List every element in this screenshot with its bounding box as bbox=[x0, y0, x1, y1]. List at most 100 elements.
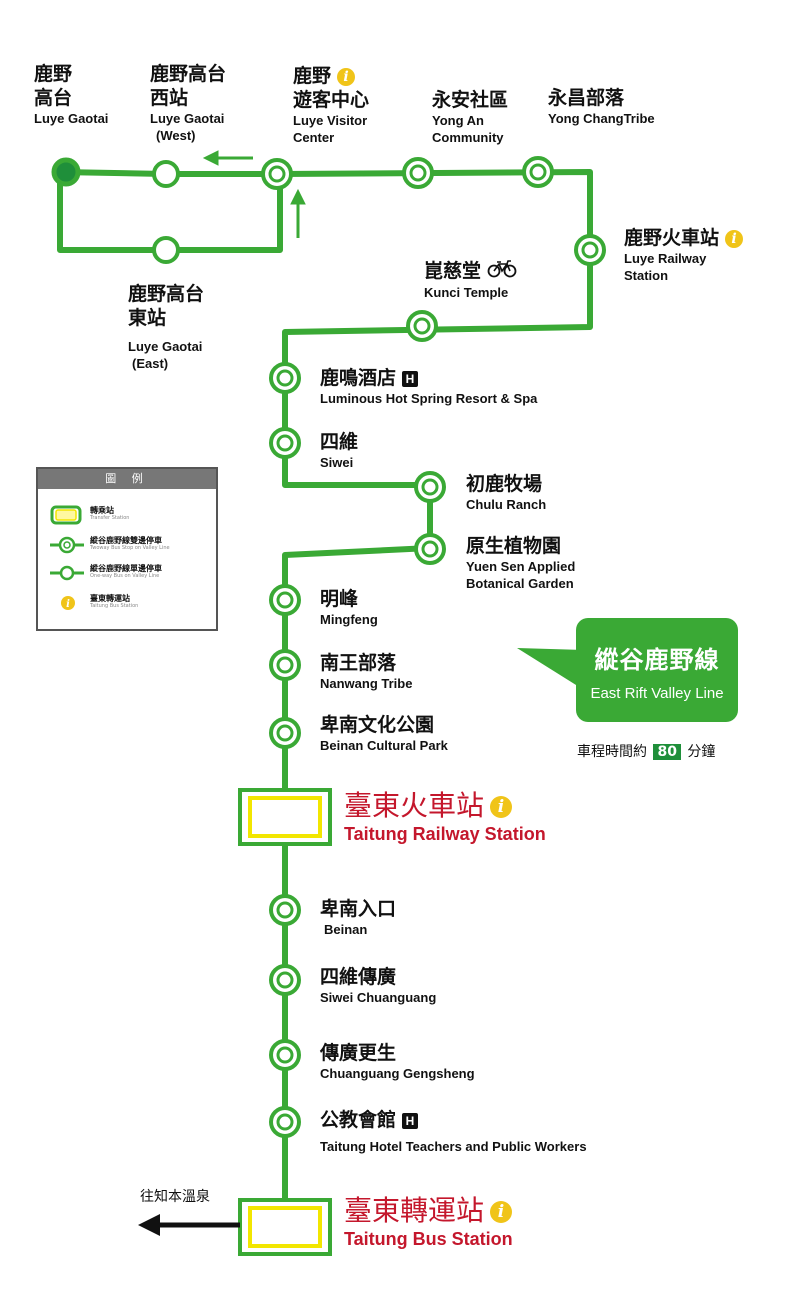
stop-beinan bbox=[269, 894, 301, 926]
bicycle-icon bbox=[487, 259, 517, 284]
legend-transfer-zh: 轉乘站 bbox=[90, 506, 114, 515]
label-bus-station-en: Taitung Bus Station bbox=[344, 1229, 513, 1249]
label-yuensen-zh: 原生植物園 bbox=[466, 535, 562, 557]
label-gaotai-zh1: 鹿野 bbox=[34, 63, 73, 85]
label-gaotai: 鹿野 高台 Luye Gaotai bbox=[34, 62, 108, 127]
legend-twoway-en: Twoway Bus Stop on Valley Line bbox=[90, 545, 170, 551]
label-taitung-railway-en: Taitung Railway Station bbox=[344, 824, 546, 844]
hotel-icon: H bbox=[402, 1112, 419, 1129]
legend-item-transfer: 轉乘站 Transfer Station bbox=[38, 505, 216, 529]
label-gaotai-west-en2: (West) bbox=[156, 128, 196, 143]
label-siwei: 四維 Siwei bbox=[320, 430, 358, 471]
label-chuanguang: 傳廣更生 Chuanguang Gengsheng bbox=[320, 1041, 475, 1082]
duration-suffix: 分鐘 bbox=[687, 744, 716, 760]
label-beinan-zh: 卑南入口 bbox=[320, 898, 397, 920]
stop-kunci bbox=[406, 310, 438, 342]
info-icon: i bbox=[337, 67, 356, 86]
route-line-main bbox=[279, 169, 593, 1200]
label-yuensen: 原生植物園 Yuen Sen Applied Botanical Garden bbox=[466, 534, 575, 592]
label-luye-railway: 鹿野火車站 i Luye Railway Station bbox=[624, 226, 744, 284]
label-siwei-chuanguang-en: Siwei Chuanguang bbox=[320, 990, 437, 1005]
direction-arrow-up bbox=[290, 188, 306, 205]
label-chuanguang-en: Chuanguang Gengsheng bbox=[320, 1066, 475, 1081]
bubble-tail bbox=[517, 648, 584, 690]
travel-duration: 車程時間約 80 分鐘 bbox=[577, 741, 715, 761]
label-nanwang-en: Nanwang Tribe bbox=[320, 676, 413, 691]
label-visitor-center-en2: Center bbox=[293, 130, 335, 145]
label-gaotai-east-zh1: 鹿野高台 bbox=[128, 283, 205, 305]
label-visitor-center-zh1: 鹿野 bbox=[293, 65, 332, 87]
stop-yuensen bbox=[414, 533, 446, 565]
transfer-taitung-railway bbox=[238, 788, 332, 846]
label-gaotai-east: 鹿野高台 東站 Luye Gaotai (East) bbox=[128, 282, 204, 372]
label-kunci: 崑慈堂 Kunci Temple bbox=[424, 259, 517, 301]
arrow-left-icon bbox=[138, 1214, 240, 1236]
label-yong-an-zh: 永安社區 bbox=[432, 89, 509, 111]
label-beinan-park-en: Beinan Cultural Park bbox=[320, 738, 448, 753]
stop-gaotai-west bbox=[152, 160, 180, 188]
route-loop bbox=[57, 169, 283, 253]
label-taitung-railway-zh: 臺東火車站 bbox=[344, 789, 485, 822]
stop-yong-chang bbox=[522, 156, 554, 188]
legend-transfer-en: Transfer Station bbox=[90, 515, 130, 521]
line-name-en: East Rift Valley Line bbox=[590, 685, 724, 702]
label-yong-chang-en: Yong ChangTribe bbox=[548, 111, 655, 126]
legend-twoway-zh: 縱谷鹿野線雙邊停車 bbox=[90, 536, 162, 545]
label-yong-an: 永安社區 Yong An Community bbox=[432, 88, 508, 146]
label-luye-railway-en1: Luye Railway bbox=[624, 251, 707, 266]
label-gaotai-east-en2: (East) bbox=[132, 356, 169, 371]
info-icon: i bbox=[725, 229, 744, 248]
label-bus-station-zh: 臺東轉運站 bbox=[344, 1194, 485, 1227]
label-yong-chang-zh: 永昌部落 bbox=[548, 87, 625, 109]
legend-bus-station-en: Taitung Bus Station bbox=[90, 603, 139, 609]
direction-arrow-left bbox=[202, 150, 219, 166]
label-luye-railway-en2: Station bbox=[624, 268, 669, 283]
label-luye-railway-zh: 鹿野火車站 bbox=[624, 227, 720, 249]
info-icon: i bbox=[490, 1201, 513, 1223]
label-siwei-zh: 四維 bbox=[320, 431, 359, 453]
label-nanwang-zh: 南王部落 bbox=[320, 652, 397, 674]
label-chulu: 初鹿牧場 Chulu Ranch bbox=[466, 472, 546, 513]
line-name-zh: 縱谷鹿野線 bbox=[594, 646, 720, 674]
label-gaotai-east-zh2: 東站 bbox=[128, 307, 167, 329]
label-siwei-chuanguang: 四維傳廣 Siwei Chuanguang bbox=[320, 965, 436, 1006]
stop-hotel-teachers bbox=[269, 1106, 301, 1138]
label-yuensen-en2: Botanical Garden bbox=[466, 576, 574, 591]
label-mingfeng-en: Mingfeng bbox=[320, 612, 378, 627]
stop-luming bbox=[269, 362, 301, 394]
legend-bus-station-zh: 臺東轉運站 bbox=[90, 594, 130, 603]
label-gaotai-west-en1: Luye Gaotai bbox=[150, 111, 225, 126]
label-beinan-en: Beinan bbox=[324, 922, 368, 937]
info-icon: i bbox=[490, 796, 513, 818]
label-gaotai-west-zh1: 鹿野高台 bbox=[150, 63, 227, 85]
legend-oneway-en: One-way Bus on Valley Line bbox=[90, 573, 160, 579]
duration-value: 80 bbox=[653, 744, 681, 760]
label-beinan-park: 卑南文化公園 Beinan Cultural Park bbox=[320, 713, 448, 754]
label-gaotai-west-zh2: 西站 bbox=[150, 87, 189, 109]
stop-chulu bbox=[414, 471, 446, 503]
legend: 圖 例 轉乘站 Transfer Station 縱谷鹿野線雙邊停車 Twowa… bbox=[36, 467, 218, 631]
stop-gaotai-east bbox=[152, 236, 180, 264]
stop-beinan-park bbox=[269, 717, 301, 749]
label-mingfeng-zh: 明峰 bbox=[320, 588, 359, 610]
label-beinan-park-zh: 卑南文化公園 bbox=[320, 714, 435, 736]
label-siwei-en: Siwei bbox=[320, 455, 354, 470]
label-gaotai-en: Luye Gaotai bbox=[34, 111, 109, 126]
label-yuensen-en1: Yuen Sen Applied bbox=[466, 559, 576, 574]
stop-gaotai bbox=[51, 157, 81, 187]
label-yong-chang: 永昌部落 Yong ChangTribe bbox=[548, 86, 655, 127]
legend-item-oneway: 縱谷鹿野線單邊停車 One-way Bus on Valley Line bbox=[38, 563, 216, 587]
stop-nanwang bbox=[269, 649, 301, 681]
stop-siwei-chuanguang bbox=[269, 964, 301, 996]
label-visitor-center-en1: Luye Visitor bbox=[293, 113, 368, 128]
label-chulu-zh: 初鹿牧場 bbox=[466, 473, 543, 495]
label-yong-an-en2: Community bbox=[432, 130, 504, 145]
label-beinan: 卑南入口 Beinan bbox=[320, 897, 396, 938]
legend-oneway-zh: 縱谷鹿野線單邊停車 bbox=[90, 564, 162, 573]
label-luming-zh: 鹿鳴酒店 bbox=[320, 367, 397, 389]
stop-visitor-center bbox=[261, 158, 293, 190]
legend-item-bus-station: i 臺東轉運站 Taitung Bus Station bbox=[38, 593, 216, 617]
